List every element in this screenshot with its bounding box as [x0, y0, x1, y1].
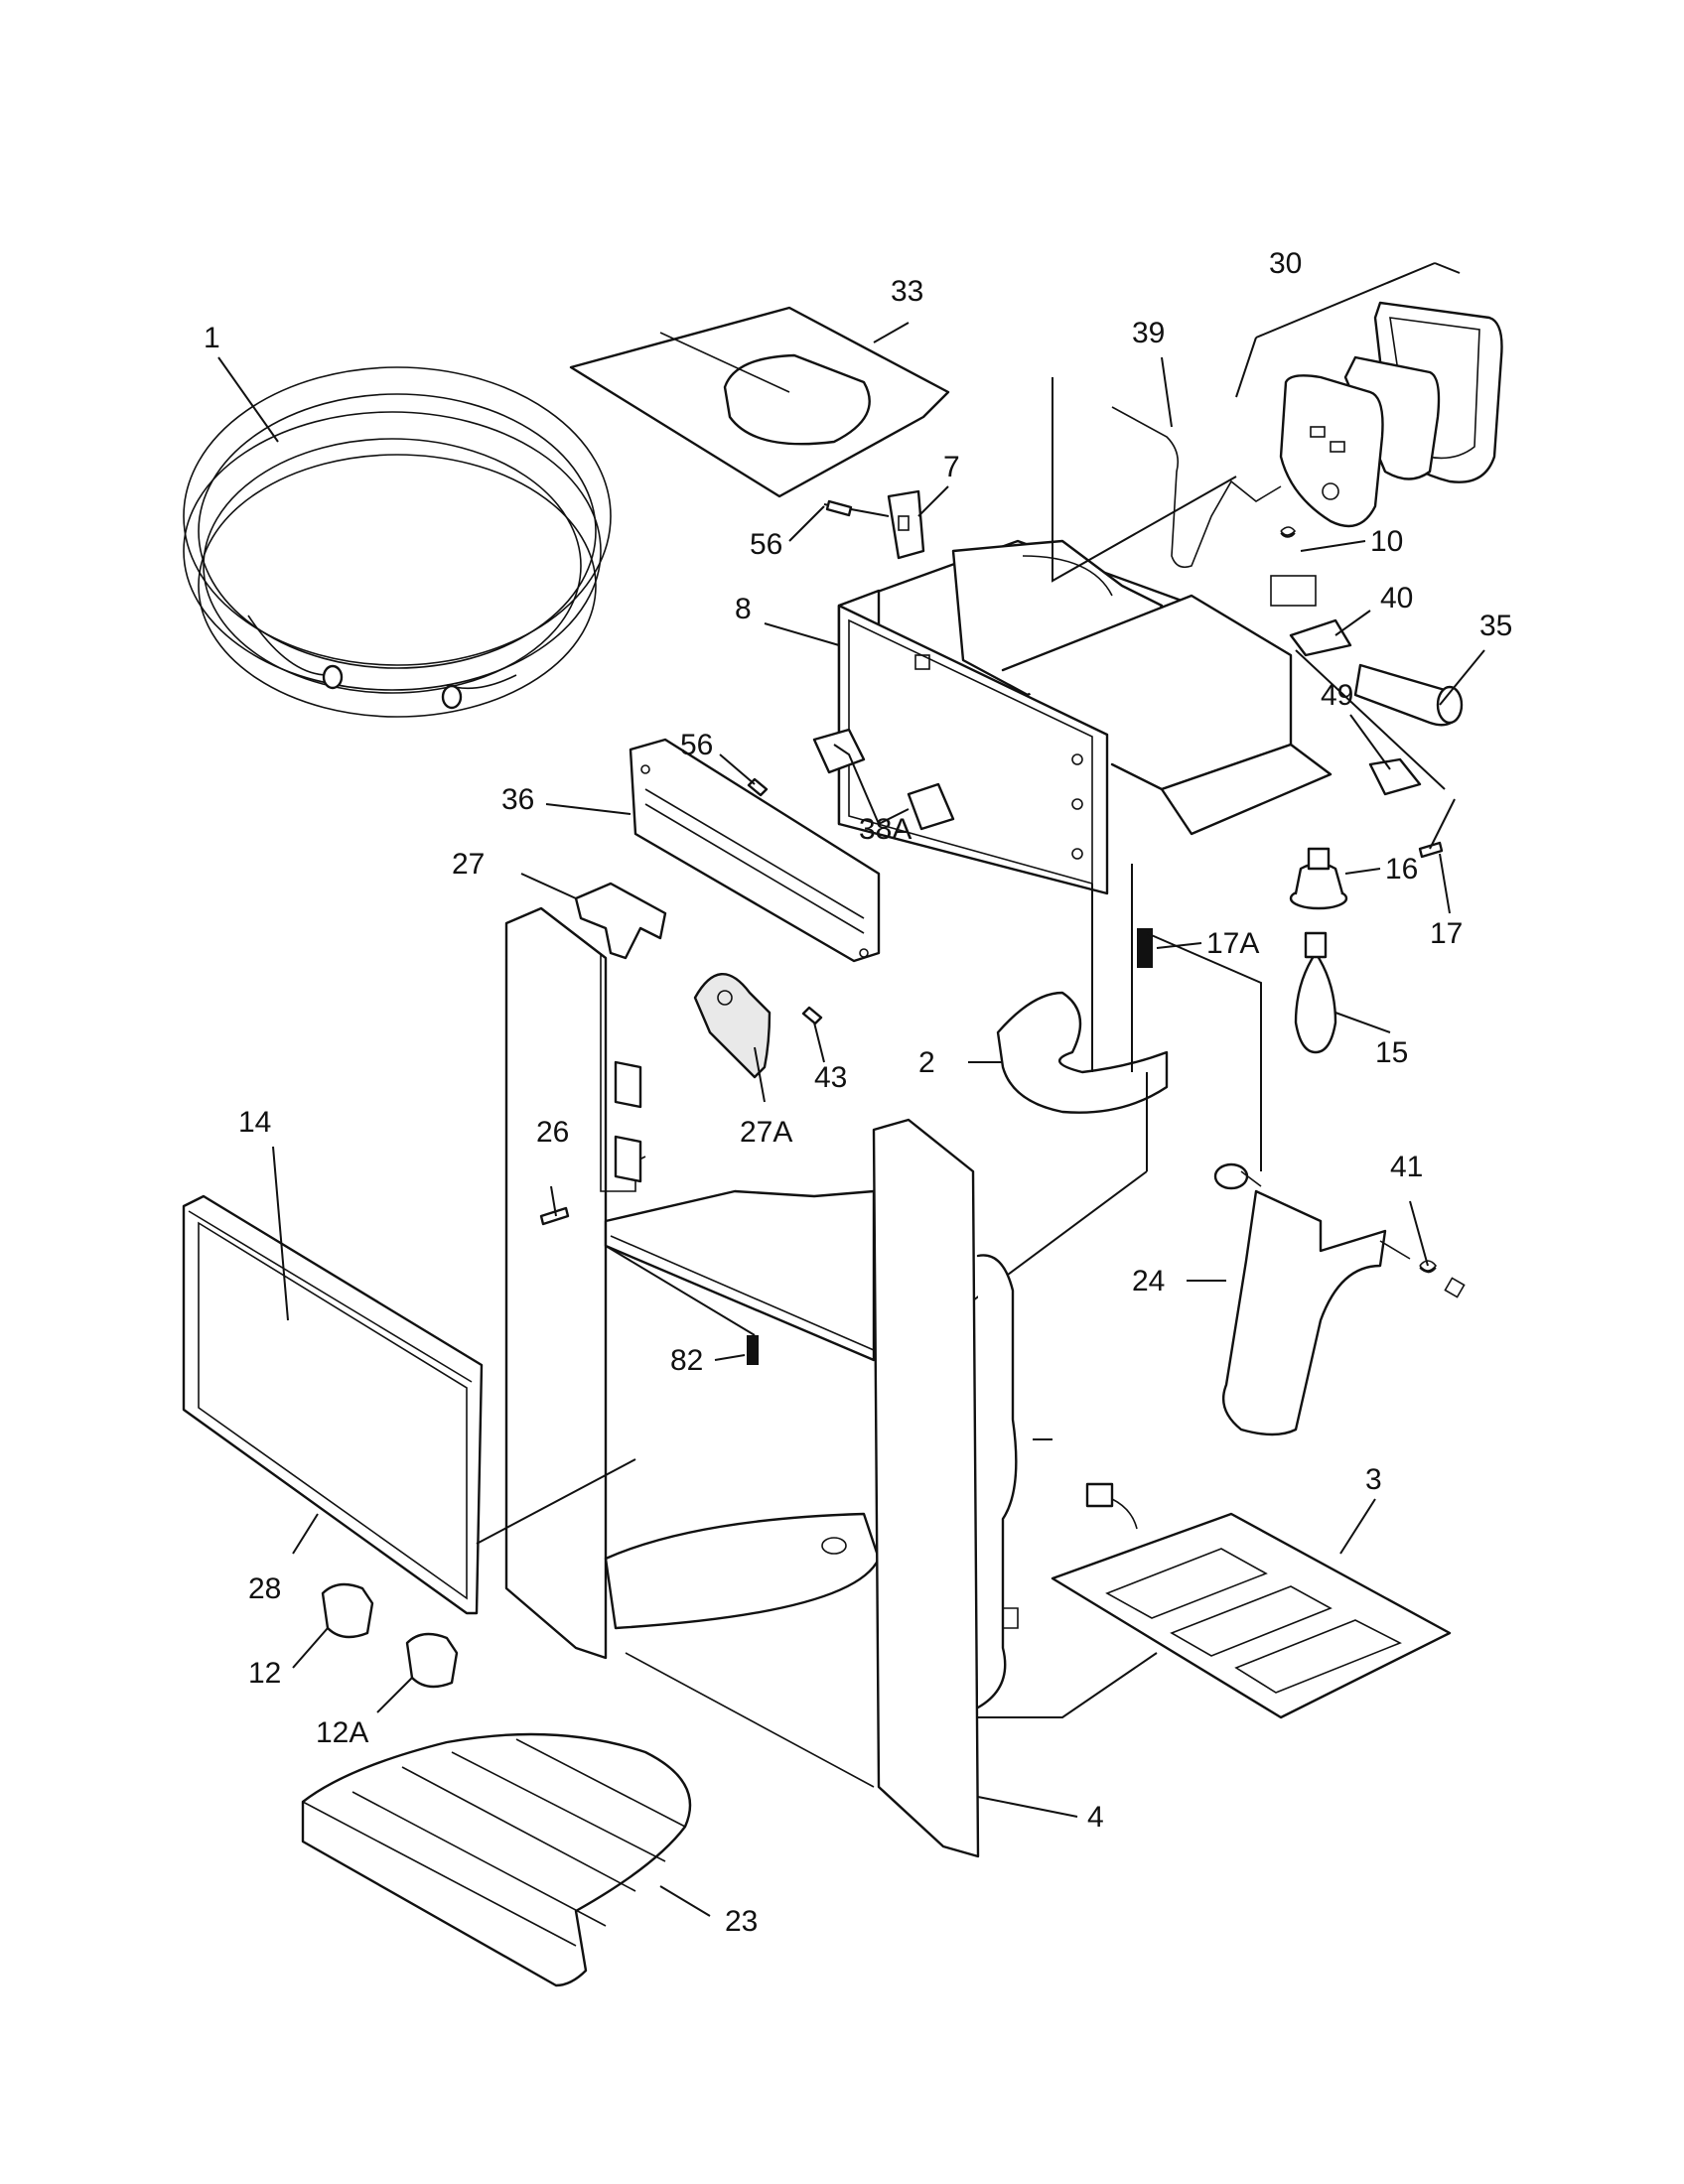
callout-39: 39 [1132, 317, 1165, 349]
callout-38A: 38A [859, 813, 912, 846]
callout-leaders [217, 322, 1485, 1917]
callout-27A: 27A [740, 1116, 792, 1149]
clip-49 [1368, 757, 1422, 796]
door-panel-right [872, 1118, 1019, 1858]
spring-41 [1419, 1260, 1466, 1298]
callout-12A: 12A [316, 1716, 368, 1749]
callout-8: 8 [735, 593, 752, 625]
assembly-lines [476, 932, 1262, 1718]
callout-23: 23 [725, 1905, 758, 1938]
callout-24: 24 [1132, 1265, 1165, 1297]
callout-40: 40 [1380, 582, 1413, 614]
lever-27a [693, 973, 772, 1079]
screw-26 [539, 1206, 570, 1226]
hinge-12a [405, 1632, 459, 1689]
callout-1: 1 [204, 322, 220, 354]
screw-17a [1137, 928, 1153, 968]
callout-56b: 56 [680, 729, 713, 761]
callout-7: 7 [943, 451, 960, 483]
actuator-cover-assembly [1235, 262, 1503, 528]
callout-43: 43 [814, 1061, 847, 1094]
screw-82 [747, 1335, 759, 1365]
latch-27 [574, 882, 667, 960]
callout-35: 35 [1479, 610, 1512, 642]
light-bulb [1294, 931, 1337, 1054]
callout-3: 3 [1365, 1463, 1382, 1496]
bracket-7 [823, 489, 925, 560]
callout-15: 15 [1375, 1036, 1408, 1069]
spring [1270, 526, 1317, 607]
callout-27: 27 [452, 848, 485, 881]
lamp-socket [1289, 847, 1348, 910]
dispenser-housing [837, 539, 1333, 895]
solenoid-40 [1289, 618, 1352, 657]
hinge-12 [321, 1582, 374, 1639]
door-panel-left [504, 906, 646, 1660]
callout-2: 2 [918, 1046, 935, 1079]
callout-36: 36 [501, 783, 534, 816]
chute-body [604, 1189, 881, 1788]
wire-rod [1111, 406, 1282, 569]
switch-38a [812, 728, 955, 831]
callout-33: 33 [891, 275, 923, 308]
callout-56a: 56 [750, 528, 782, 561]
front-bracket-plate [629, 738, 881, 963]
callout-16: 16 [1385, 853, 1418, 886]
callout-82: 82 [670, 1344, 703, 1377]
glass-frame [182, 1194, 484, 1615]
callout-4: 4 [1087, 1801, 1104, 1834]
callout-17A: 17A [1206, 927, 1259, 960]
callout-17: 17 [1430, 917, 1463, 950]
callout-labels: 1 33 30 39 7 56 10 8 40 35 49 56 36 38A … [204, 247, 1512, 1938]
callout-28: 28 [248, 1572, 281, 1605]
ring-bracket [996, 991, 1169, 1114]
heater-pad [1051, 1482, 1452, 1719]
drip-tray [301, 1732, 692, 1987]
callout-41: 41 [1390, 1151, 1423, 1183]
callout-12: 12 [248, 1657, 281, 1690]
solenoid-35 [1353, 663, 1464, 727]
cover-plate [569, 306, 950, 498]
dispenser-paddle [1213, 1162, 1411, 1436]
screw-17 [1418, 841, 1444, 859]
callout-26: 26 [536, 1116, 569, 1149]
callout-10: 10 [1370, 525, 1403, 558]
callout-30: 30 [1269, 247, 1302, 280]
callout-49: 49 [1321, 679, 1353, 712]
tubing-coil [183, 366, 612, 718]
callout-14: 14 [238, 1106, 271, 1139]
